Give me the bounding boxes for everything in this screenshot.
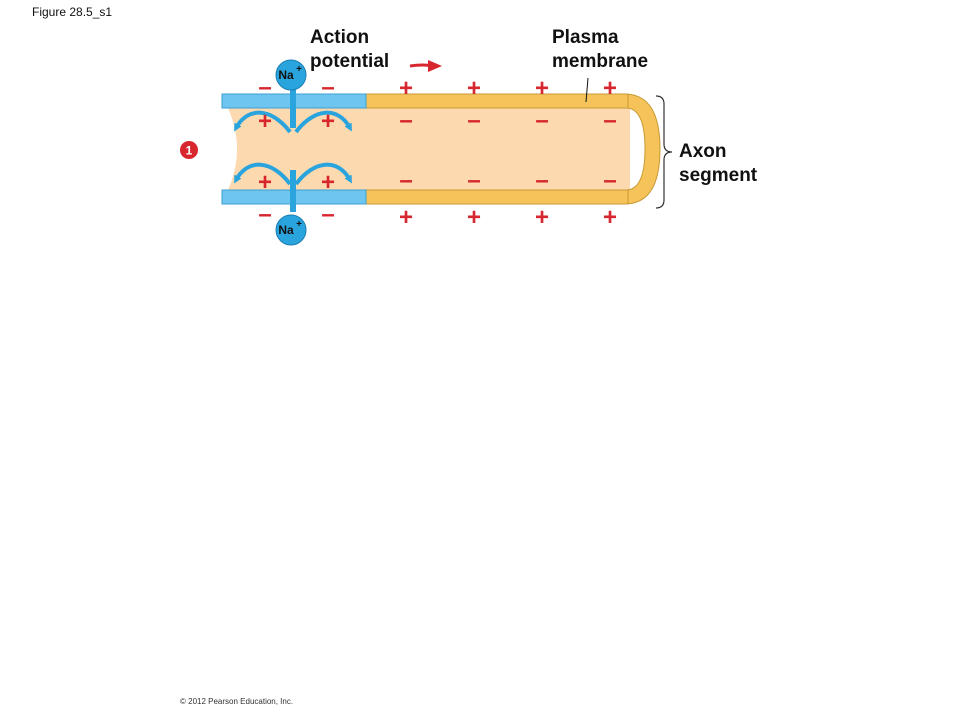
charge-mark: + [321, 108, 335, 135]
axon-segment-line-2: segment [679, 165, 758, 186]
sodium-ion-top [275, 59, 307, 91]
charge-mark: + [258, 108, 272, 135]
charge-mark: – [467, 167, 480, 194]
action-potential-label: Action potential [310, 26, 389, 74]
propagation-arrow-head [428, 60, 442, 72]
plasma-membrane-label: Plasma membrane [552, 26, 648, 74]
axon-cytoplasm [228, 108, 630, 190]
charge-mark: + [399, 75, 413, 102]
plasma-membrane-leader [585, 77, 589, 103]
plasma-membrane-line-1: Plasma [552, 27, 619, 48]
current-arrow-bottom-right [294, 162, 352, 186]
charge-mark: + [467, 75, 481, 102]
figure-title: Figure 28.5_s1 [32, 5, 113, 19]
action-potential-line-1: Action [310, 27, 370, 48]
sodium-ion-bottom [275, 214, 307, 246]
sodium-channel-top [290, 86, 296, 128]
charge-mark: + [399, 204, 413, 231]
axon-segment-bracket [655, 95, 673, 209]
action-potential-line-2: potential [310, 51, 390, 72]
membrane-end-cap [625, 93, 661, 205]
current-arrow-top-left [234, 110, 292, 134]
sodium-ion-top-symbol: Na [278, 68, 294, 82]
plasma-membrane-line-2: membrane [552, 51, 649, 72]
charge-mark: – [321, 201, 334, 228]
step-number: 1 [186, 144, 193, 158]
charge-mark: – [321, 74, 334, 101]
charge-mark: – [258, 201, 271, 228]
current-arrow-top-right [294, 110, 352, 134]
sodium-ion-bottom-charge: + [296, 219, 302, 230]
charge-mark: – [467, 107, 480, 134]
charge-mark: + [603, 75, 617, 102]
charge-mark: + [535, 75, 549, 102]
copyright-notice: © 2012 Pearson Education, Inc. [180, 697, 294, 706]
charge-mark: + [535, 204, 549, 231]
charge-mark: + [258, 169, 272, 196]
charge-mark: – [258, 74, 271, 101]
step-badge [180, 141, 198, 159]
charge-mark: – [535, 107, 548, 134]
sodium-ion-top-charge: + [296, 64, 302, 75]
charges-inside-bottom: + + – – – – [258, 167, 617, 196]
charges-inside-top: + + – – – – [258, 107, 617, 135]
sodium-channel-bottom [290, 170, 296, 212]
charge-mark: – [399, 167, 412, 194]
charge-mark: – [603, 167, 616, 194]
current-arrow-bottom-left [234, 162, 292, 186]
charges-outside-top: – – + + + + [258, 74, 617, 102]
sodium-ion-bottom-symbol: Na [278, 223, 294, 237]
charge-mark: + [321, 169, 335, 196]
charge-mark: – [535, 167, 548, 194]
charge-mark: + [603, 204, 617, 231]
charge-mark: – [603, 107, 616, 134]
charges-outside-bottom: – – + + + + [258, 201, 617, 231]
charge-mark: – [399, 107, 412, 134]
axon-segment-label: Axon segment [679, 140, 757, 188]
axon-segment-line-1: Axon [679, 141, 727, 162]
charge-mark: + [467, 204, 481, 231]
